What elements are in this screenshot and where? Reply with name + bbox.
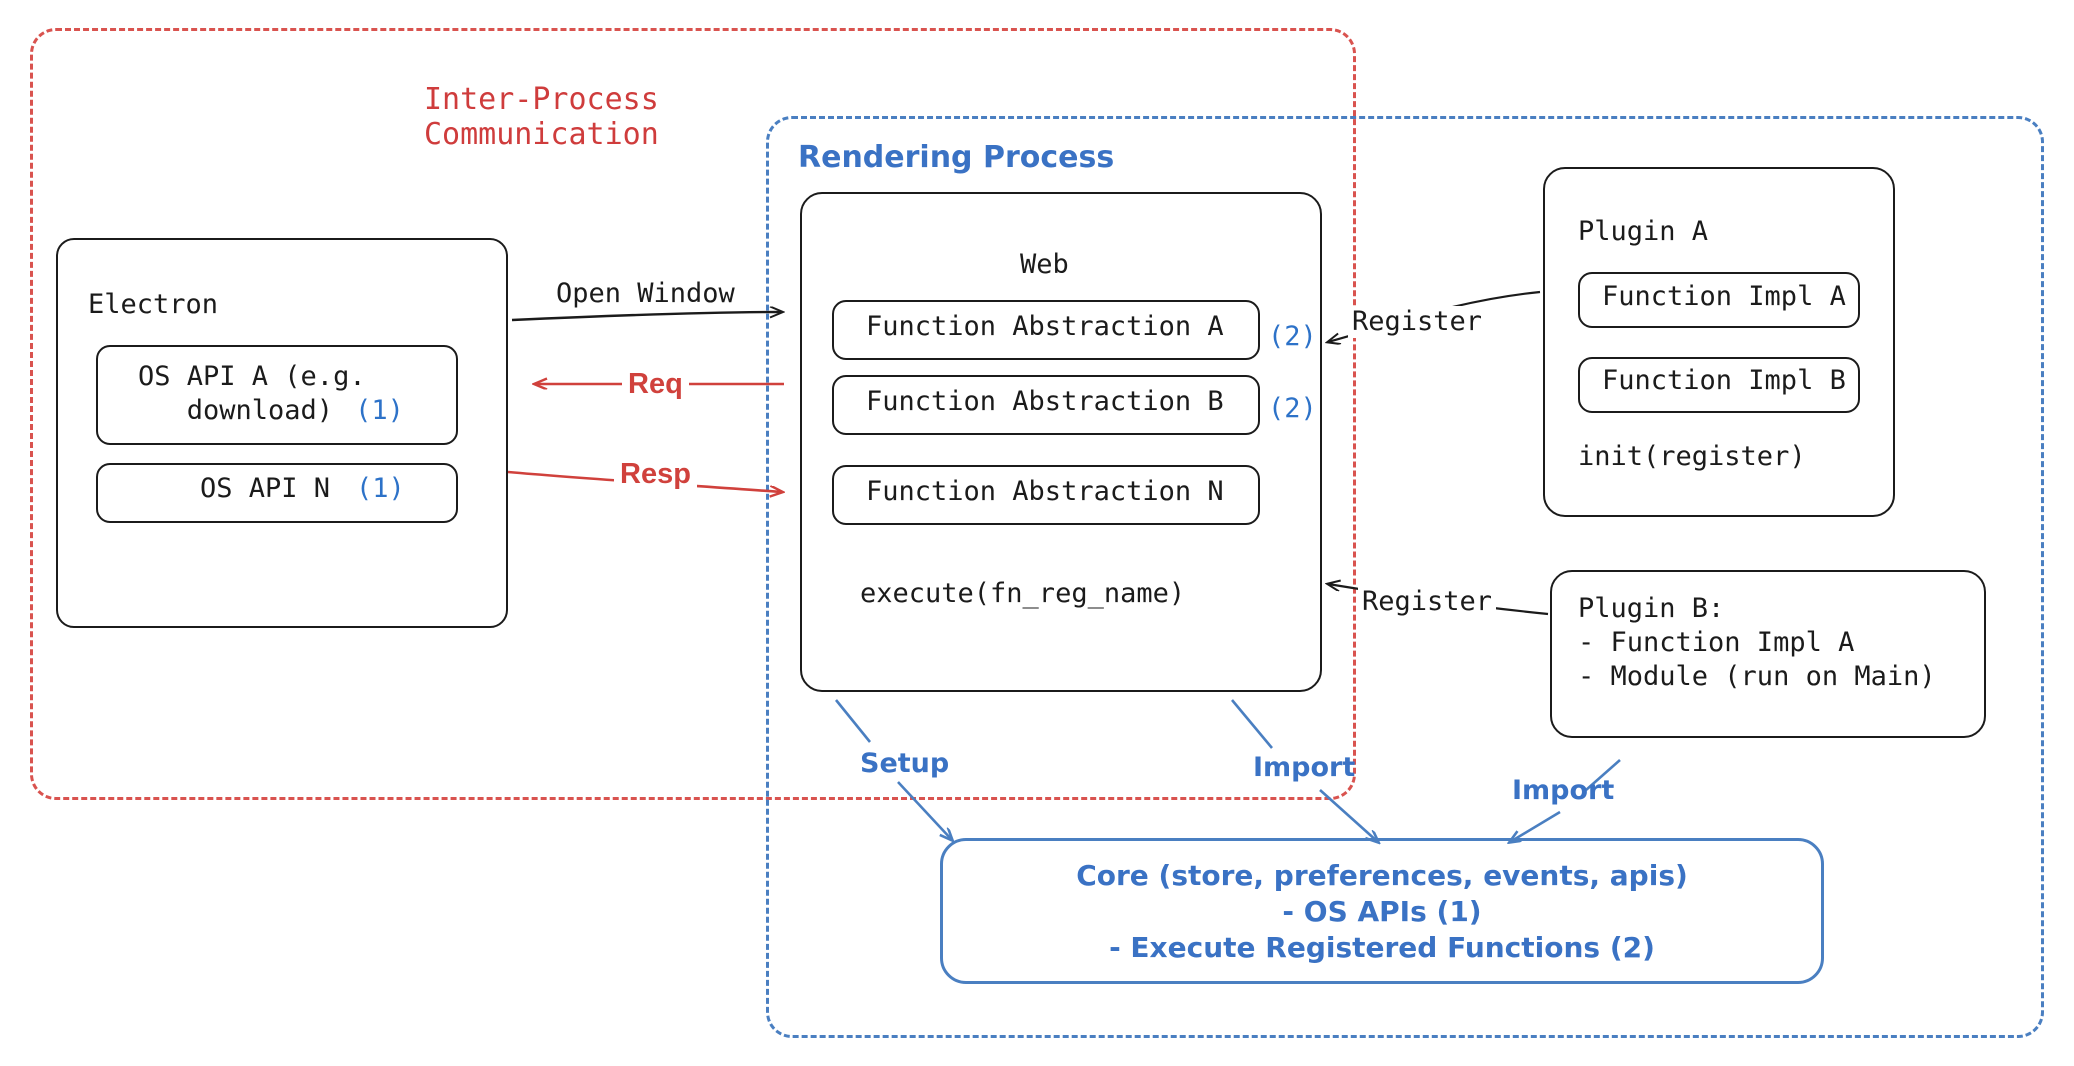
plugin-a-title: Plugin A bbox=[1578, 216, 1709, 247]
execute-label: execute(fn_reg_name) bbox=[860, 578, 1186, 609]
web-box bbox=[800, 192, 1322, 692]
os-api-a-box bbox=[96, 345, 458, 445]
core-box bbox=[940, 838, 1824, 984]
function-abstraction-b-box bbox=[832, 375, 1260, 435]
plugin-a-box bbox=[1543, 167, 1895, 517]
function-abstraction-a-badge: (2) bbox=[1268, 321, 1317, 352]
function-abstraction-b-label: Function Abstraction B bbox=[866, 386, 1224, 417]
function-impl-a-box bbox=[1578, 272, 1860, 328]
rendering-process-title: Rendering Process bbox=[798, 140, 1115, 175]
electron-title: Electron bbox=[88, 289, 219, 320]
web-title: Web bbox=[1020, 249, 1069, 280]
function-impl-a-label: Function Impl A bbox=[1602, 281, 1846, 312]
function-abstraction-a-box bbox=[832, 300, 1260, 360]
os-api-n-label: OS API N (1) bbox=[200, 472, 405, 506]
os-api-a-label: OS API A (e.g. download)(1) bbox=[138, 360, 404, 428]
core-label: Core (store, preferences, events, apis) … bbox=[1076, 859, 1688, 964]
init-register-label: init(register) bbox=[1578, 441, 1806, 472]
plugin-b-box bbox=[1550, 570, 1986, 738]
os-api-n-badge: (1) bbox=[356, 473, 405, 504]
resp-label: Resp bbox=[614, 458, 697, 490]
import-plugin-b-label: Import bbox=[1512, 775, 1615, 806]
os-api-a-badge: (1) bbox=[355, 395, 404, 426]
function-impl-b-box bbox=[1578, 357, 1860, 413]
os-api-n-text: OS API N bbox=[200, 473, 331, 504]
inter-process-communication-title: Inter-Process Communication bbox=[424, 82, 659, 152]
register-plugin-a-label: Register bbox=[1348, 306, 1487, 338]
req-label: Req bbox=[622, 368, 689, 400]
function-impl-b-label: Function Impl B bbox=[1602, 365, 1846, 396]
open-window-label: Open Window bbox=[556, 278, 735, 309]
function-abstraction-n-label: Function Abstraction N bbox=[866, 476, 1224, 507]
plugin-b-label: Plugin B: - Function Impl A - Module (ru… bbox=[1578, 593, 1936, 692]
inter-process-communication-group bbox=[30, 28, 1356, 800]
rendering-process-group bbox=[766, 116, 2044, 1038]
setup-label: Setup bbox=[860, 748, 950, 779]
function-abstraction-b-badge: (2) bbox=[1268, 393, 1317, 424]
function-abstraction-n-box bbox=[832, 465, 1260, 525]
function-abstraction-a-label: Function Abstraction A bbox=[866, 311, 1224, 342]
os-api-a-text: OS API A (e.g. download) bbox=[138, 361, 366, 426]
os-api-n-box bbox=[96, 463, 458, 523]
register-plugin-b-label: Register bbox=[1358, 586, 1497, 618]
import-web-label: Import bbox=[1253, 752, 1356, 783]
